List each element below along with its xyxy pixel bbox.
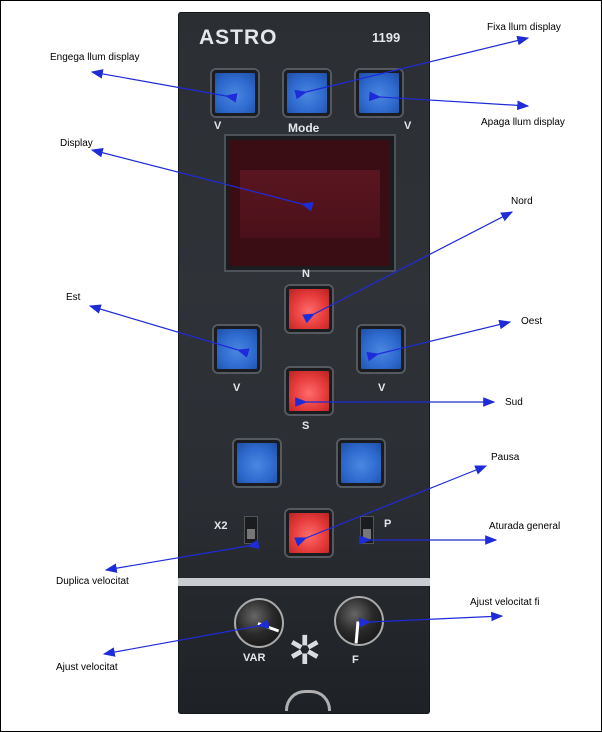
label-duplica-velocitat: Duplica velocitat: [56, 576, 129, 587]
arrow-est: [88, 304, 250, 358]
arrow-apaga: [368, 91, 530, 111]
arrow-ajust: [102, 619, 270, 657]
arrow-engega: [90, 69, 238, 103]
arrow-oest: [366, 319, 512, 362]
label-nord: Nord: [511, 196, 533, 207]
fine-label: F: [352, 654, 359, 666]
arrow-fixa: [294, 35, 530, 100]
arrow-nord: [302, 211, 514, 324]
south-label: S: [302, 420, 310, 432]
label-aturada-general: Aturada general: [489, 521, 561, 532]
arrow-pausa: [294, 465, 488, 547]
label-sud: Sud: [505, 397, 523, 408]
x2-label: X2: [214, 520, 228, 532]
switch-knob: [247, 529, 255, 539]
flower-logo-icon: ✲: [288, 629, 322, 673]
divider-stripe: [178, 578, 430, 586]
label-display: Display: [60, 138, 93, 149]
brand-logo-text: ASTRO: [199, 26, 278, 49]
label-pausa: Pausa: [491, 452, 520, 463]
sud-button[interactable]: [286, 368, 332, 414]
chevron-right-label: V: [404, 120, 412, 132]
lower-left-blue-button[interactable]: [234, 440, 280, 486]
arrow-ajust-fi: [358, 611, 504, 628]
label-engega-llum-display: Engega llum display: [50, 52, 140, 63]
label-est: Est: [66, 292, 81, 303]
mode-label: Mode: [288, 121, 320, 135]
label-ajust-velocitat: Ajust velocitat: [56, 662, 118, 673]
label-apaga-llum-display: Apaga llum display: [481, 117, 565, 128]
arrow-duplica: [104, 539, 260, 573]
label-oest: Oest: [521, 316, 543, 327]
chevron-est-label: V: [233, 382, 241, 394]
chevron-left-label: V: [214, 120, 222, 132]
arrow-display: [90, 148, 314, 212]
label-fixa-llum-display: Fixa llum display: [487, 22, 561, 33]
label-ajust-velocitat-fi: Ajust velocitat fi: [470, 597, 540, 608]
chevron-oest-label: V: [378, 382, 386, 394]
